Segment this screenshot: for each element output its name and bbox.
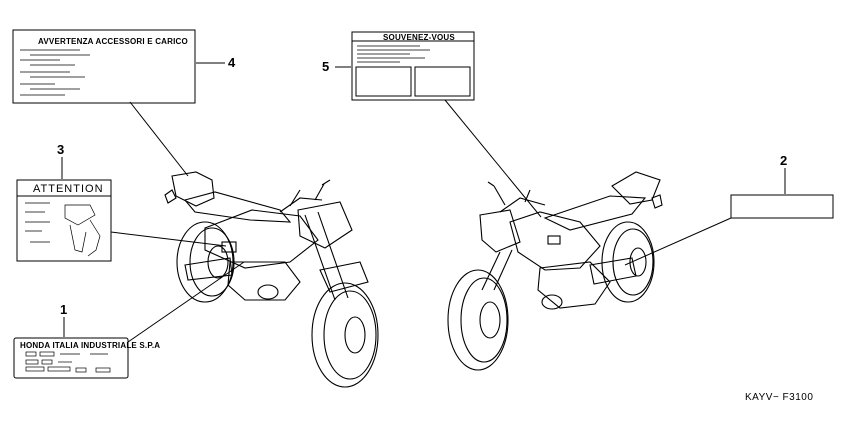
warning-label-title: AVVERTENZA ACCESSORI E CARICO <box>38 37 188 46</box>
attention-label-title: ATTENTION <box>33 183 104 195</box>
figure-code: KAYV− F3100 <box>745 392 814 403</box>
callout-number-4: 4 <box>228 55 236 70</box>
label-4-warning[interactable] <box>12 29 196 104</box>
callout-number-1: 1 <box>60 302 68 317</box>
motorcycle-left <box>164 171 379 388</box>
callout-number-3: 3 <box>57 142 65 157</box>
leader-lines <box>61 62 786 343</box>
label-3-attention[interactable] <box>16 179 112 262</box>
callout-number-5: 5 <box>322 59 330 74</box>
label-2-blank[interactable] <box>730 194 834 219</box>
label-5-souvenez[interactable] <box>351 31 475 101</box>
callout-number-2: 2 <box>780 153 788 168</box>
motorcycle-right <box>447 171 663 371</box>
honda-label-title: HONDA ITALIA INDUSTRIALE S.P.A <box>20 341 161 350</box>
label-1-honda[interactable] <box>13 337 129 379</box>
souvenez-label-title: SOUVENEZ-VOUS <box>383 33 455 42</box>
